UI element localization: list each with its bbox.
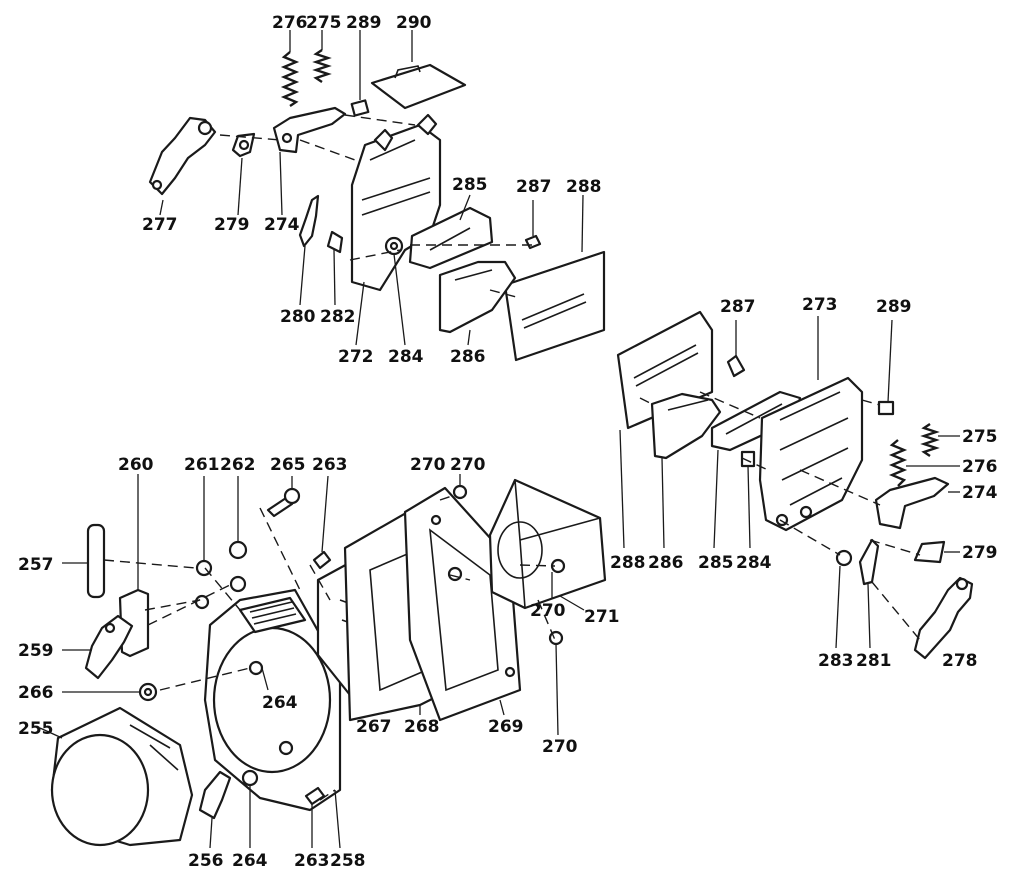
spring-276-right [888, 439, 908, 487]
spring-275-right [920, 423, 940, 457]
plate-286-right [650, 392, 722, 460]
spring-275 [312, 49, 332, 83]
label-281: 281 [856, 651, 892, 671]
label-267: 267 [356, 717, 392, 737]
cover-271 [488, 478, 607, 610]
frame-273 [758, 376, 864, 532]
screw-287-right [726, 354, 746, 378]
label-261: 261 [184, 455, 220, 475]
label-270-c: 270 [530, 601, 566, 621]
part-282 [326, 230, 344, 254]
washer-264 [241, 769, 259, 787]
label-286-right: 286 [648, 553, 684, 573]
screw-262 [228, 540, 248, 560]
label-275-right: 275 [962, 427, 998, 447]
spring-276 [280, 51, 300, 107]
label-284-right: 284 [736, 553, 772, 573]
label-279-top: 279 [214, 215, 250, 235]
label-272: 272 [338, 347, 374, 367]
label-277: 277 [142, 215, 178, 235]
part-labels: 276 275 289 290 277 279 274 285 287 288 … [18, 13, 998, 871]
frame-tab-272 [373, 128, 394, 152]
plate-286 [438, 260, 517, 334]
part-280 [298, 194, 320, 248]
label-263-bottom: 263 [294, 851, 330, 871]
upper-assembly [148, 30, 606, 362]
label-255: 255 [18, 719, 54, 739]
lever-274 [272, 106, 347, 154]
label-273: 273 [802, 295, 838, 315]
bracket-259 [84, 614, 134, 680]
label-276-top: 276 [272, 13, 308, 33]
frame-272 [350, 123, 442, 292]
screw-263 [312, 550, 332, 570]
label-270-d: 270 [542, 737, 578, 757]
label-285-top: 285 [452, 175, 488, 195]
label-287-top: 287 [516, 177, 552, 197]
label-263-top: 263 [312, 455, 348, 475]
label-290: 290 [396, 13, 432, 33]
washer-283 [835, 549, 853, 567]
label-271: 271 [584, 607, 620, 627]
label-274-right: 274 [962, 483, 998, 503]
label-259: 259 [18, 641, 54, 661]
label-266: 266 [18, 683, 54, 703]
label-286-top: 286 [450, 347, 486, 367]
label-262: 262 [220, 455, 256, 475]
label-270-a: 270 [410, 455, 446, 475]
label-288-top: 288 [566, 177, 602, 197]
lower-assembly [39, 474, 607, 849]
lever-278 [913, 576, 974, 660]
label-278: 278 [942, 651, 978, 671]
label-279-right: 279 [962, 543, 998, 563]
label-256: 256 [188, 851, 224, 871]
label-258: 258 [330, 851, 366, 871]
label-283: 283 [818, 651, 854, 671]
screw-270-a [452, 484, 468, 500]
label-260: 260 [118, 455, 154, 475]
part-279-right [913, 540, 946, 564]
label-270-b: 270 [450, 455, 486, 475]
rod-257 [86, 523, 106, 599]
label-265: 265 [270, 455, 306, 475]
label-289-right: 289 [876, 297, 912, 317]
label-285-right: 285 [698, 553, 734, 573]
label-275-top: 275 [306, 13, 342, 33]
screw-270-b [447, 566, 463, 582]
label-274-top: 274 [264, 215, 300, 235]
lever-274-right [874, 476, 950, 530]
label-264-bottom: 264 [232, 851, 268, 871]
label-284-top: 284 [388, 347, 424, 367]
label-282: 282 [320, 307, 356, 327]
part-281 [858, 538, 880, 586]
label-268: 268 [404, 717, 440, 737]
screw-287 [524, 234, 542, 250]
lever-277 [148, 116, 217, 196]
cover-290 [370, 63, 467, 110]
label-276-right: 276 [962, 457, 998, 477]
screw-263-bottom [304, 786, 326, 806]
label-289-top: 289 [346, 13, 382, 33]
right-assembly [616, 310, 974, 660]
label-288-right: 288 [610, 553, 646, 573]
label-287-right: 287 [720, 297, 756, 317]
part-289 [350, 99, 370, 117]
label-280: 280 [280, 307, 316, 327]
part-289-right [877, 400, 895, 416]
label-269: 269 [488, 717, 524, 737]
part-256 [198, 770, 232, 820]
label-257: 257 [18, 555, 54, 575]
label-264-top: 264 [262, 693, 298, 713]
